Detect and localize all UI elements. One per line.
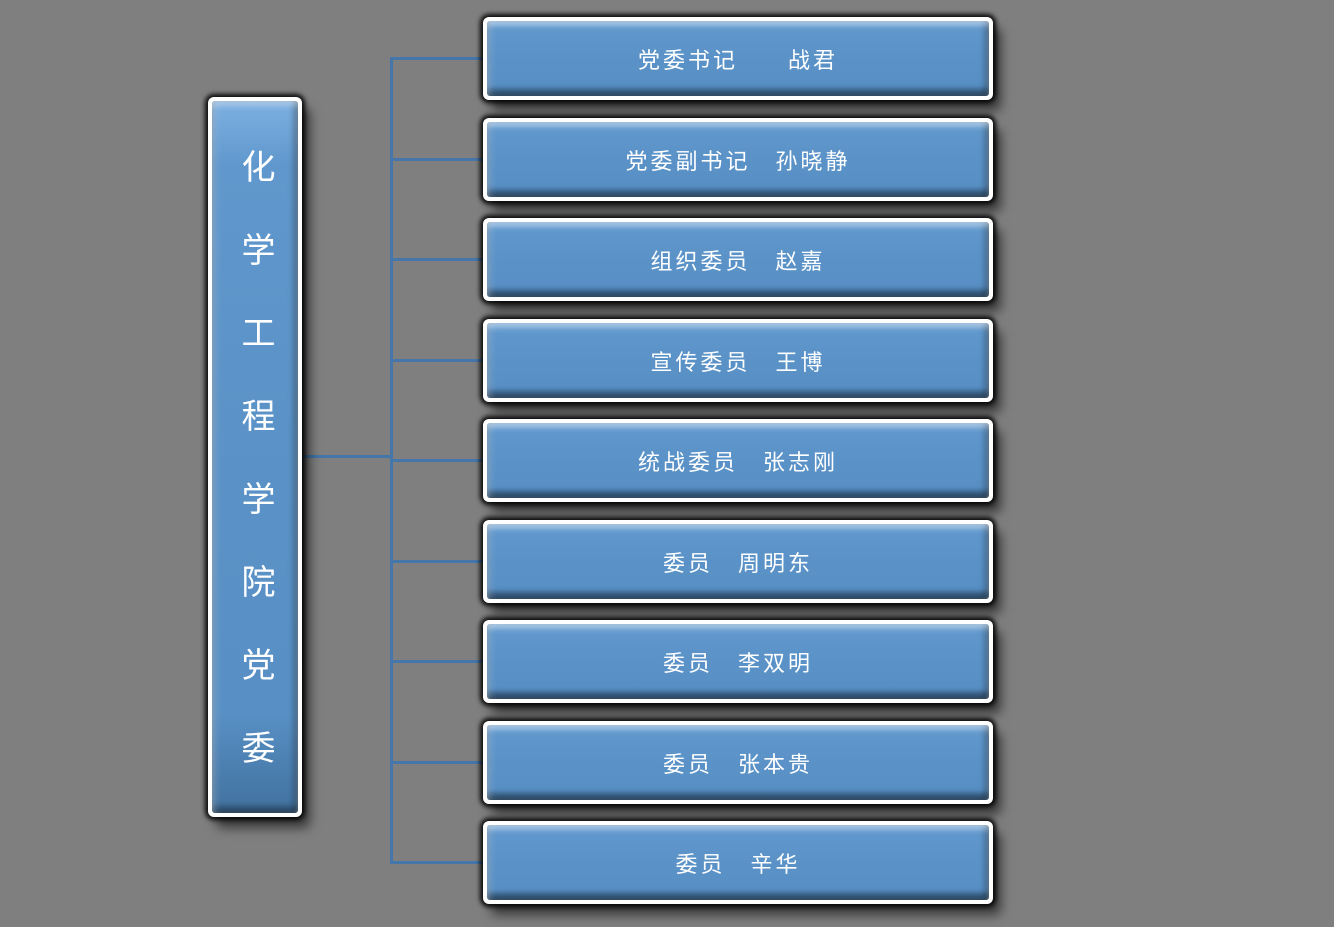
connector-root-link: [301, 455, 390, 458]
member-box: 委员 张本贵: [483, 721, 993, 804]
connector-branch: [390, 459, 484, 462]
connector-branch: [390, 861, 484, 864]
member-box: 委员 周明东: [483, 520, 993, 603]
member-box: 委员 李双明: [483, 620, 993, 703]
connector-branch: [390, 258, 484, 261]
connector-branch: [390, 560, 484, 563]
member-box: 委员 辛华: [483, 821, 993, 904]
member-label: 宣传委员 王博: [650, 350, 826, 376]
connector-branch: [390, 158, 484, 161]
member-label: 委员 李双明: [662, 651, 813, 677]
member-box: 统战委员 张志刚: [483, 419, 993, 502]
connector-branch: [390, 761, 484, 764]
member-label: 委员 辛华: [675, 852, 801, 878]
org-root-box-face: 化学工程学院党委: [212, 101, 298, 813]
member-label: 党委书记 战君: [637, 48, 838, 74]
member-label: 统战委员 张志刚: [637, 450, 838, 476]
member-label: 委员 张本贵: [662, 752, 813, 778]
member-label: 委员 周明东: [662, 551, 813, 577]
connector-branch: [390, 57, 484, 60]
org-root-label: 化学工程学院党委: [235, 149, 275, 813]
member-box: 党委副书记 孙晓静: [483, 118, 993, 201]
member-box: 党委书记 战君: [483, 17, 993, 100]
connector-branch: [390, 660, 484, 663]
connector-branch: [390, 359, 484, 362]
org-root-box: 化学工程学院党委: [208, 97, 302, 817]
member-label: 组织委员 赵嘉: [650, 249, 826, 275]
member-label: 党委副书记 孙晓静: [625, 149, 851, 175]
member-box: 组织委员 赵嘉: [483, 218, 993, 301]
member-box: 宣传委员 王博: [483, 319, 993, 402]
